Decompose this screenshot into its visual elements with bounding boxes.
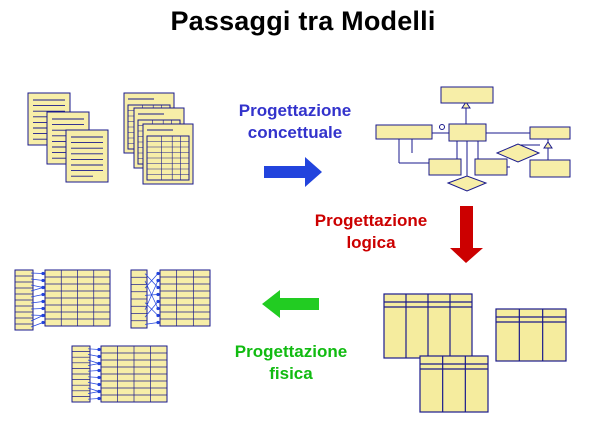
index-pointer [144,322,159,325]
er-entity-left [375,124,433,140]
er-entity-lower-mid [474,158,508,176]
requirements-documents-group [27,92,109,183]
er-entity-top [440,86,494,104]
er-arrowhead [543,141,553,149]
arrow-conceptual [264,157,322,187]
pointer-tip [97,396,101,401]
pointer-tip [41,292,45,297]
index-pointer [30,314,44,316]
pointer-tip [41,299,45,304]
pointer-tip [156,292,160,297]
physical-schema-structures [14,269,211,403]
pointer-tip [97,361,101,366]
pointer-tip [41,306,45,311]
pointer-tip [97,375,101,380]
pointer-tip [97,354,101,359]
index-pointer [30,272,44,274]
index-pointer [144,301,159,318]
step-conceptual-line1: Progettazione [238,101,352,120]
index-pointer [87,398,100,400]
index-pointer [144,280,159,311]
er-arrowhead [461,101,471,109]
er-relationship [495,143,541,163]
relation-table-2 [495,308,567,362]
index-pointer [30,301,44,304]
step-logical-line1: Progettazione [314,211,428,230]
step-physical-line1: Progettazione [234,342,348,361]
index-pointer [30,308,44,310]
index-pointer [30,284,44,288]
index-pointer [30,287,44,292]
pointer-tip [41,285,45,290]
pointer-tip [156,285,160,290]
step-logical-label: Progettazione logica [298,210,444,254]
index-pointer [30,278,44,281]
form-page [142,123,194,185]
page-title: Passaggi tra Modelli [170,6,436,36]
index-pointer [87,370,100,372]
transition-arrows [262,157,483,318]
er-entity-right [529,126,571,140]
step-conceptual-line2: concettuale [247,123,343,142]
step-logical-line2: logica [346,233,396,252]
pointer-tip [41,320,45,325]
step-conceptual-label: Progettazione concettuale [222,100,368,144]
pointer-tip [97,389,101,394]
pointer-tip [41,278,45,283]
index-pointer [87,348,100,350]
relation-table-3 [419,355,489,413]
er-entity-lower-left [428,158,462,176]
index-pointer [87,363,100,366]
index-pointer [87,354,100,357]
er-relationship [446,175,488,192]
index-pointer [87,376,100,378]
pointer-tip [156,278,160,283]
document-page [65,129,109,183]
pointer-tip [156,320,160,325]
index-pointer [144,273,159,289]
pointer-tip [41,313,45,318]
pointer-tip [156,271,160,276]
pointer-tip [97,347,101,352]
logical-schema-tables [383,293,567,413]
er-entity-lower-right [529,159,571,178]
index-pointer [30,294,44,298]
pointer-tip [156,313,160,318]
requirements-forms-group [123,92,194,185]
er-attribute-dot [439,124,445,130]
index-pointer [87,387,100,392]
index-pointer [87,391,100,394]
arrow-logical [450,206,483,263]
pointer-tip [156,306,160,311]
conceptual-schema-diagram [375,86,571,192]
step-physical-label: Progettazione fisica [218,341,364,385]
index-pointer [87,382,100,385]
index-pointer [87,359,100,364]
arrow-physical [262,290,319,318]
pointer-tip [97,382,101,387]
index-pointer [30,322,44,328]
pointer-tip [41,271,45,276]
er-entity-center [448,123,487,142]
pointer-tip [97,368,101,373]
pointer-tip [156,299,160,304]
step-physical-line2: fisica [269,364,313,383]
index-pointer [30,315,44,322]
